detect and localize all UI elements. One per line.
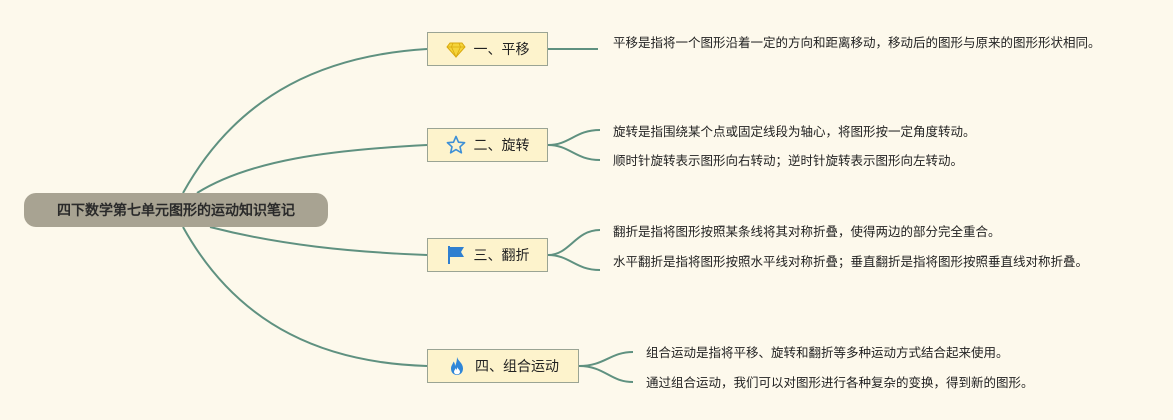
link-topic-2-note-2 bbox=[547, 144, 601, 161]
star-outline-icon bbox=[446, 135, 466, 155]
link-topic-3-note-2 bbox=[547, 254, 601, 271]
topic-title: 二、旋转 bbox=[473, 138, 530, 154]
topic-rotation[interactable]: 二、旋转 bbox=[427, 128, 548, 162]
topic-combined-motion[interactable]: 四、组合运动 bbox=[427, 349, 579, 383]
flag-icon bbox=[446, 245, 466, 265]
note-combined-1: 组合运动是指将平移、旋转和翻折等多种运动方式结合起来使用。 bbox=[646, 345, 1009, 360]
link-topic-4-note-1 bbox=[578, 351, 634, 367]
note-reflection-2: 水平翻折是指将图形按照水平线对称折叠；垂直翻折是指将图形按照垂直线对称折叠。 bbox=[613, 254, 1089, 269]
link-topic-4-note-2 bbox=[578, 365, 634, 383]
note-rotation-1: 旋转是指围绕某个点或固定线段为轴心，将图形按一定角度转动。 bbox=[613, 124, 976, 139]
link-root-topic-3 bbox=[209, 226, 428, 256]
link-root-topic-2 bbox=[196, 144, 428, 194]
note-translation-1: 平移是指将一个图形沿着一定的方向和距离移动，移动后的图形与原来的图形形状相同。 bbox=[613, 35, 1101, 50]
root-topic[interactable]: 四下数学第七单元图形的运动知识笔记 bbox=[24, 193, 328, 227]
topic-title: 一、平移 bbox=[473, 42, 530, 58]
flame-icon bbox=[447, 356, 467, 376]
note-rotation-2: 顺时针旋转表示图形向右转动；逆时针旋转表示图形向左转动。 bbox=[613, 153, 964, 168]
diamond-icon bbox=[445, 39, 466, 59]
topic-title: 三、翻折 bbox=[473, 248, 530, 264]
link-topic-2-note-1 bbox=[547, 129, 601, 146]
link-topic-3-note-1 bbox=[547, 229, 601, 256]
topic-reflection[interactable]: 三、翻折 bbox=[427, 238, 548, 272]
note-combined-2: 通过组合运动，我们可以对图形进行各种复杂的变换，得到新的图形。 bbox=[646, 375, 1034, 390]
link-root-topic-4 bbox=[182, 226, 428, 367]
note-reflection-1: 翻折是指将图形按照某条线将其对称折叠，使得两边的部分完全重合。 bbox=[613, 224, 1001, 239]
link-root-topic-1 bbox=[182, 48, 428, 194]
topic-translation[interactable]: 一、平移 bbox=[427, 32, 548, 66]
root-title: 四下数学第七单元图形的运动知识笔记 bbox=[57, 203, 295, 219]
topic-title: 四、组合运动 bbox=[475, 359, 559, 375]
